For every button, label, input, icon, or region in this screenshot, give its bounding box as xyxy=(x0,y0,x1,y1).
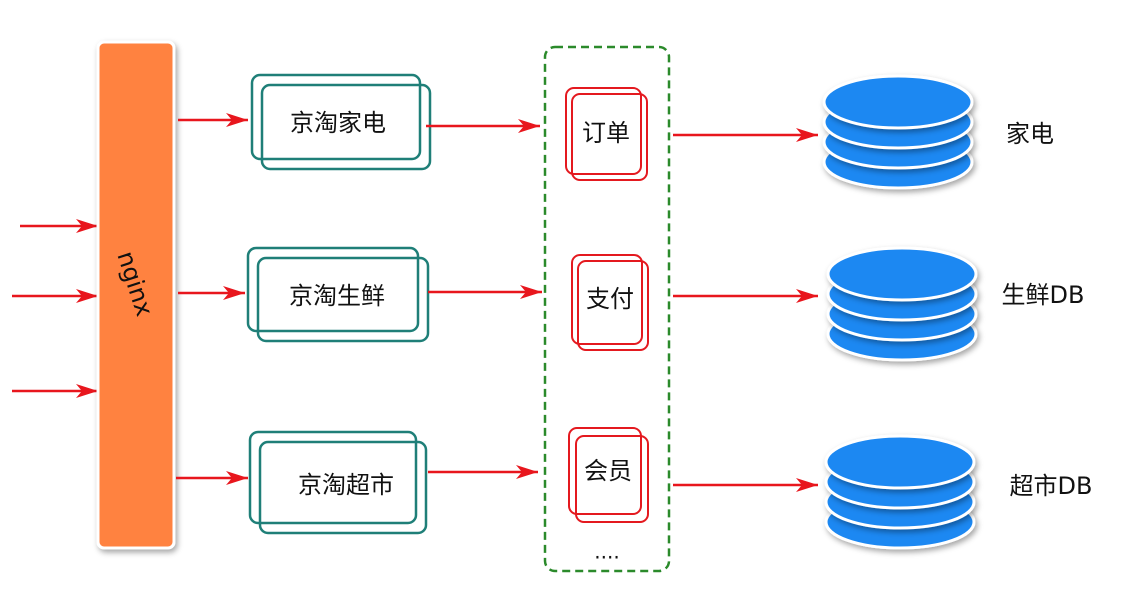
service-node-3: 会员 xyxy=(568,427,649,523)
app-node-2: 京淘生鲜 xyxy=(246,246,430,343)
nginx-to-app-arrows xyxy=(176,113,248,485)
service-label-3: 会员 xyxy=(584,457,632,485)
database-label-3: 超市DB xyxy=(1010,472,1093,500)
app-node-1: 京淘家电 xyxy=(250,73,432,171)
service-group xyxy=(543,45,671,573)
database-disk xyxy=(822,74,974,130)
service-label-1: 订单 xyxy=(582,119,630,147)
incoming-arrows xyxy=(12,219,98,398)
database-stack-2 xyxy=(826,246,978,362)
database-disk xyxy=(824,434,976,490)
service-node-2: 支付 xyxy=(571,254,649,351)
app-node-3: 京淘超市 xyxy=(248,430,428,535)
app-to-service-arrows xyxy=(426,119,542,479)
app-label-1: 京淘家电 xyxy=(290,109,386,137)
service-label-2: 支付 xyxy=(586,285,634,313)
app-label-3: 京淘超市 xyxy=(298,471,394,499)
app-label-2: 京淘生鲜 xyxy=(289,282,385,310)
nginx-node: nginx xyxy=(96,40,176,550)
database-label-2: 生鲜DB xyxy=(1002,281,1085,309)
service-more-label: .... xyxy=(594,540,619,564)
database-stack-1 xyxy=(822,74,974,190)
database-disk xyxy=(826,246,978,302)
service-node-1: 订单 xyxy=(565,87,648,181)
service-to-db-arrows xyxy=(673,128,818,492)
database-label-1: 家电 xyxy=(1006,120,1054,148)
database-stack-3 xyxy=(824,434,976,550)
